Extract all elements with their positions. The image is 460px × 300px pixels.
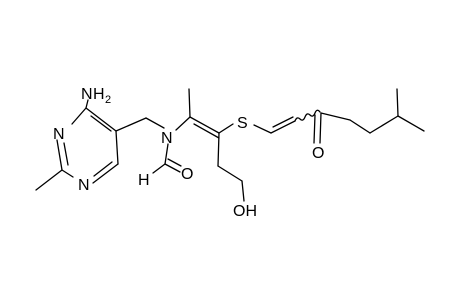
bond-amide-n-vinyl-c — [175, 116, 191, 131]
amino-hydrogen-label: H — [93, 86, 105, 103]
ring-double-bond-n3-c2 — [63, 142, 69, 166]
bond-vinyl-double-1 — [189, 116, 220, 134]
ring-bond-c5-c4 — [85, 107, 117, 132]
ring-double-bond-c4-c5 — [90, 115, 112, 132]
bond-vinyl-c-methyl — [188, 88, 191, 118]
ketone-oxygen-label: O — [312, 145, 324, 162]
ring-nitrogen-upper-label: N — [53, 126, 65, 143]
bond-c2-methyl — [35, 169, 63, 191]
hydroxyl-label: OH — [233, 203, 257, 220]
amide-nitrogen-label: N — [161, 130, 173, 147]
wavy-bond-icon — [294, 109, 321, 122]
bond-ketone-c-o-double — [313, 114, 316, 144]
bond-vinyl-c-ethylene — [217, 132, 220, 167]
bond-sulfur-vinyl — [253, 124, 272, 134]
bond-enone-double-2 — [272, 116, 294, 128]
formyl-oxygen-label: O — [181, 166, 193, 183]
ring-bond-n1-c6 — [92, 163, 119, 184]
ring-nitrogen-lower-label: N — [78, 177, 90, 194]
bond-carbonyl-c-o — [164, 163, 181, 173]
bond-vinyl-c-sulfur — [218, 123, 234, 134]
formyl-hydrogen-label: H — [138, 172, 150, 189]
ring-bond-n3-c2 — [56, 139, 63, 171]
ring-bond-c4-n3 — [71, 107, 87, 125]
bond-methylene-amide-n — [145, 117, 165, 129]
bond-c4-amino — [85, 99, 89, 109]
pyrimidine-ring — [56, 107, 119, 184]
bond-ethylene-c1 — [217, 165, 243, 182]
ring-double-bond-n1-c6 — [93, 161, 113, 177]
bond-chain-2-3 — [369, 115, 399, 134]
bond-ketone-c-chain-1 — [320, 112, 351, 121]
bond-carbonyl-c-formyl-h — [152, 163, 166, 174]
bond-amide-n-carbonyl-c — [164, 143, 169, 165]
bond-chain-3-methyl-a — [396, 88, 399, 117]
bond-c5-methylene — [115, 117, 147, 132]
bond-ketone-c-o — [319, 112, 322, 144]
bond-enone-double-1 — [270, 120, 296, 134]
ring-bond-c6-c5 — [115, 130, 119, 165]
bond-vinyl-double-2 — [193, 123, 220, 139]
bond-ethylene-c2-oh — [241, 180, 245, 202]
bond-chain-3-methyl-b — [397, 115, 425, 132]
bond-carbonyl-c-o-double — [167, 158, 182, 167]
amino-nitrogen-label: N — [81, 86, 93, 103]
bond-chain-1-2 — [349, 119, 371, 134]
sulfur-label: S — [237, 115, 248, 132]
amino-hydrogen-count: 2 — [105, 94, 111, 106]
ring-bond-c2-n1 — [61, 169, 74, 178]
